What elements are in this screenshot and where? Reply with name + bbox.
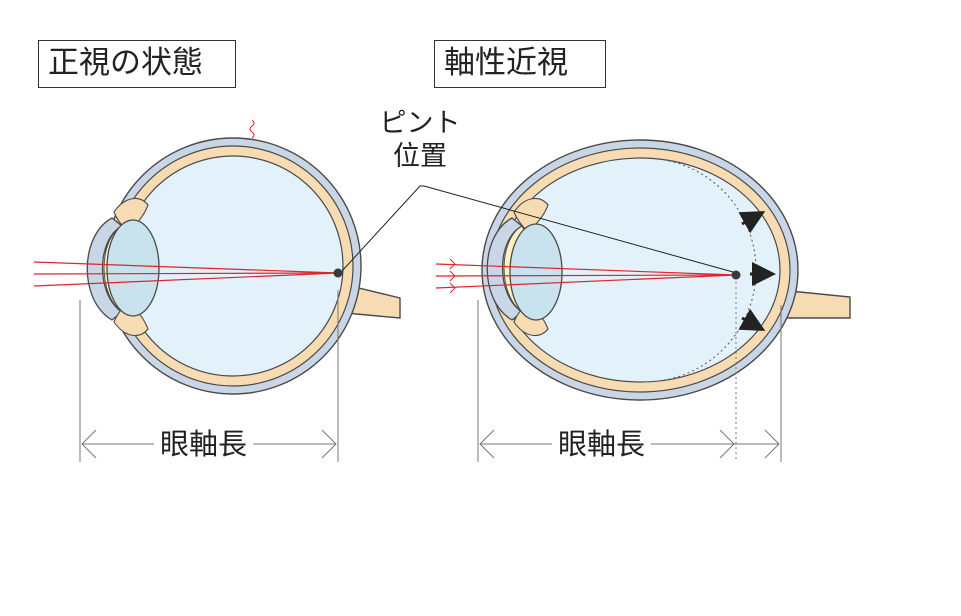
normal-eye bbox=[33, 119, 401, 462]
ray-entry-ticks bbox=[449, 258, 456, 294]
axial-myopia-title: 軸性近視 bbox=[434, 40, 606, 88]
callout-line2: 位置 bbox=[393, 141, 447, 172]
callout-line1: ピント bbox=[379, 108, 461, 139]
axis-arrowhead-left bbox=[81, 429, 97, 459]
axis-arrowhead-focus bbox=[719, 429, 735, 459]
axis-arrowhead-right bbox=[764, 429, 780, 459]
axial-length-label-myopic: 眼軸長 bbox=[552, 426, 652, 462]
callout-leaders bbox=[341, 185, 734, 273]
axial-length-label-normal: 眼軸長 bbox=[154, 426, 254, 462]
myopic-eye bbox=[435, 139, 851, 462]
light-rays bbox=[435, 263, 737, 289]
light-rays bbox=[33, 261, 339, 287]
axis-arrowhead-right bbox=[321, 429, 337, 459]
lens bbox=[509, 223, 563, 321]
elongation-arrow-down bbox=[738, 308, 766, 331]
focus-point bbox=[731, 270, 741, 280]
focus-point bbox=[333, 268, 343, 278]
elongation-arrow-up bbox=[738, 211, 766, 234]
normal-eye-title: 正視の状態 bbox=[38, 40, 236, 88]
wave-mark bbox=[249, 119, 255, 139]
lens bbox=[106, 219, 160, 317]
focus-position-callout: ピント 位置 bbox=[366, 107, 474, 173]
axis-arrowhead-left bbox=[479, 429, 495, 459]
